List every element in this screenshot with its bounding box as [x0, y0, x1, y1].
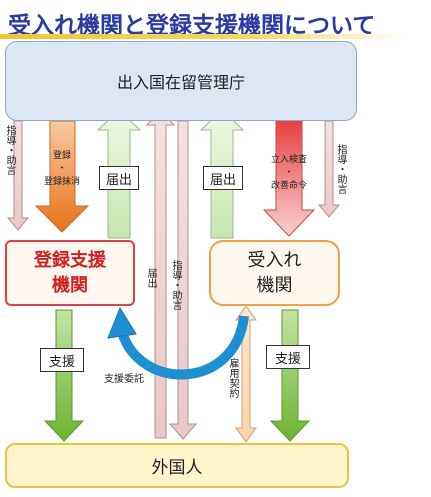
- notification-label-right: 届出: [203, 166, 243, 190]
- support-arrow-right: [269, 309, 311, 442]
- guidance-label-right: 指導・助言: [335, 144, 346, 194]
- guidance-label-left: 指導・助言: [4, 125, 15, 175]
- support-label-right: 支援: [266, 345, 310, 369]
- guidance-arrow-center: [168, 120, 198, 440]
- support-arrow-left: [43, 309, 85, 442]
- support-delegation-arrowhead: [107, 306, 137, 339]
- immigration-agency-box: 出入国在留管理庁: [5, 41, 357, 121]
- registration-arrow: [34, 120, 90, 233]
- receiving-org-box: 受入れ 機関: [209, 240, 340, 306]
- employment-contract-label: 雇用契約: [227, 358, 238, 398]
- foreign-national-box: 外国人: [5, 443, 349, 488]
- inspection-label: 立入検査 ・ 改善命令: [270, 155, 307, 191]
- support-delegation-label: 支援委託: [104, 374, 144, 385]
- inspection-arrow: [262, 120, 316, 237]
- support-label-left: 支援: [40, 348, 84, 372]
- notification-label-left: 届出: [99, 166, 139, 190]
- guidance-label-center: 指導・助言: [170, 260, 181, 310]
- support-delegation-arrow: [117, 315, 249, 380]
- registration-label: 登録 ・ 登録抹消: [43, 151, 80, 187]
- guidance-arrow-right: [317, 120, 341, 218]
- title-underline: [0, 34, 410, 39]
- guidance-arrow-left: [6, 120, 30, 231]
- notification-label-center: 届出: [145, 268, 156, 288]
- registered-support-org-box: 登録支援 機関: [5, 240, 135, 306]
